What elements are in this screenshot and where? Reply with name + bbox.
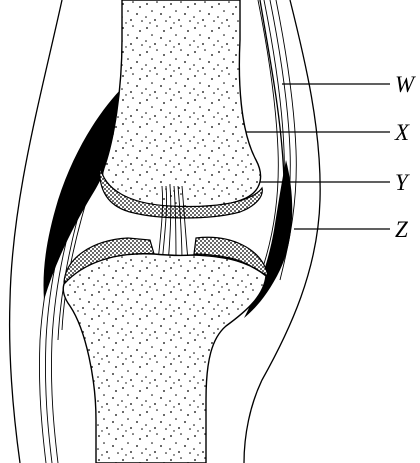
label-x: X (394, 120, 410, 145)
label-leader-lines (246, 84, 390, 229)
label-w: W (395, 72, 416, 97)
tibia-bone (63, 254, 266, 463)
femur-bone (103, 0, 261, 208)
label-y: Y (395, 170, 410, 195)
label-z: Z (395, 217, 408, 242)
